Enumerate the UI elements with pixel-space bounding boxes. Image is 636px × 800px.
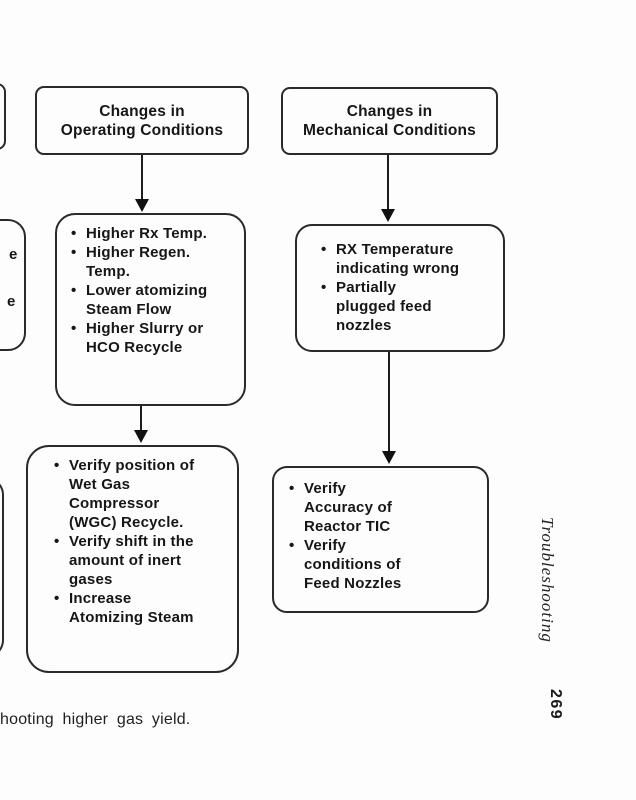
page-number: 269 [547, 689, 564, 721]
header-label: Changes in Mechanical Conditions [303, 103, 476, 139]
list-item-text: Verify conditions of Feed Nozzles [304, 537, 402, 592]
arrow-head-icon [134, 430, 148, 443]
arrow-shaft [140, 406, 142, 432]
arrow-head-icon [381, 209, 395, 222]
flow-arrow-mechanical-causes [381, 155, 395, 222]
list-item-text: Increase Atomizing Steam [69, 590, 194, 626]
list-item-text: Verify position of Wet Gas Compressor (W… [69, 457, 195, 531]
bullet-icon: • [321, 279, 327, 296]
causes-box-mechanical: • RX Temperature indicating wrong • Part… [295, 224, 505, 352]
list-item: • Higher Rx Temp. [71, 224, 238, 243]
actions-box-mechanical: • Verify Accuracy of Reactor TIC • Verif… [272, 466, 489, 613]
clipped-text-fragment: e [9, 246, 18, 263]
clipped-text-fragment: e [7, 293, 16, 310]
header-box-operating-conditions: Changes in Operating Conditions [35, 86, 249, 155]
list-item-text: Higher Slurry or HCO Recycle [86, 320, 204, 356]
bullet-icon: • [321, 241, 327, 258]
bullet-icon: • [289, 480, 295, 497]
bullet-icon: • [71, 320, 77, 337]
arrow-head-icon [135, 199, 149, 212]
arrow-head-icon [382, 451, 396, 464]
list-item-text: Verify Accuracy of Reactor TIC [304, 480, 393, 535]
list-item: • Higher Slurry or HCO Recycle [71, 319, 238, 357]
figure-caption: hooting higher gas yield. [0, 711, 191, 728]
list-item: • RX Temperature indicating wrong [321, 240, 497, 278]
list-item: • Increase Atomizing Steam [54, 589, 231, 627]
bullet-icon: • [54, 590, 60, 607]
clipped-box-top-left [0, 83, 6, 150]
arrow-shaft [141, 155, 143, 201]
actions-box-operating: • Verify position of Wet Gas Compressor … [26, 445, 239, 673]
list-item: • Verify position of Wet Gas Compressor … [54, 456, 231, 532]
list-item: • Verify Accuracy of Reactor TIC [289, 479, 481, 536]
header-box-mechanical-conditions: Changes in Mechanical Conditions [281, 87, 498, 155]
list-item-text: Verify shift in the amount of inert gase… [69, 533, 194, 588]
list-item-text: Higher Regen. Temp. [86, 244, 191, 280]
list-item: • Verify shift in the amount of inert ga… [54, 532, 231, 589]
flow-arrow-mechanical-actions [382, 352, 396, 464]
bullet-icon: • [71, 282, 77, 299]
bullet-icon: • [54, 457, 60, 474]
list-item: • Higher Regen. Temp. [71, 243, 238, 281]
causes-box-operating: • Higher Rx Temp. • Higher Regen. Temp. … [55, 213, 246, 406]
header-label: Changes in Operating Conditions [60, 102, 224, 139]
margin-running-head: Troubleshooting [538, 517, 557, 643]
bullet-icon: • [71, 225, 77, 242]
list-item-text: Higher Rx Temp. [86, 225, 208, 242]
flow-arrow-operating-actions [134, 406, 148, 443]
list-item-text: Lower atomizing Steam Flow [86, 282, 208, 318]
arrow-shaft [388, 352, 390, 453]
clipped-box-bottom-left [0, 477, 4, 658]
flow-arrow-operating-causes [135, 155, 149, 212]
list-item-text: Partially plugged feed nozzles [336, 279, 432, 334]
arrow-shaft [387, 155, 389, 211]
list-item: • Verify conditions of Feed Nozzles [289, 536, 481, 593]
list-item: • Lower atomizing Steam Flow [71, 281, 238, 319]
bullet-icon: • [54, 533, 60, 550]
clipped-box-mid-left [0, 219, 26, 351]
bullet-icon: • [71, 244, 77, 261]
list-item: • Partially plugged feed nozzles [321, 278, 497, 335]
list-item-text: RX Temperature indicating wrong [336, 241, 460, 277]
bullet-icon: • [289, 537, 295, 554]
